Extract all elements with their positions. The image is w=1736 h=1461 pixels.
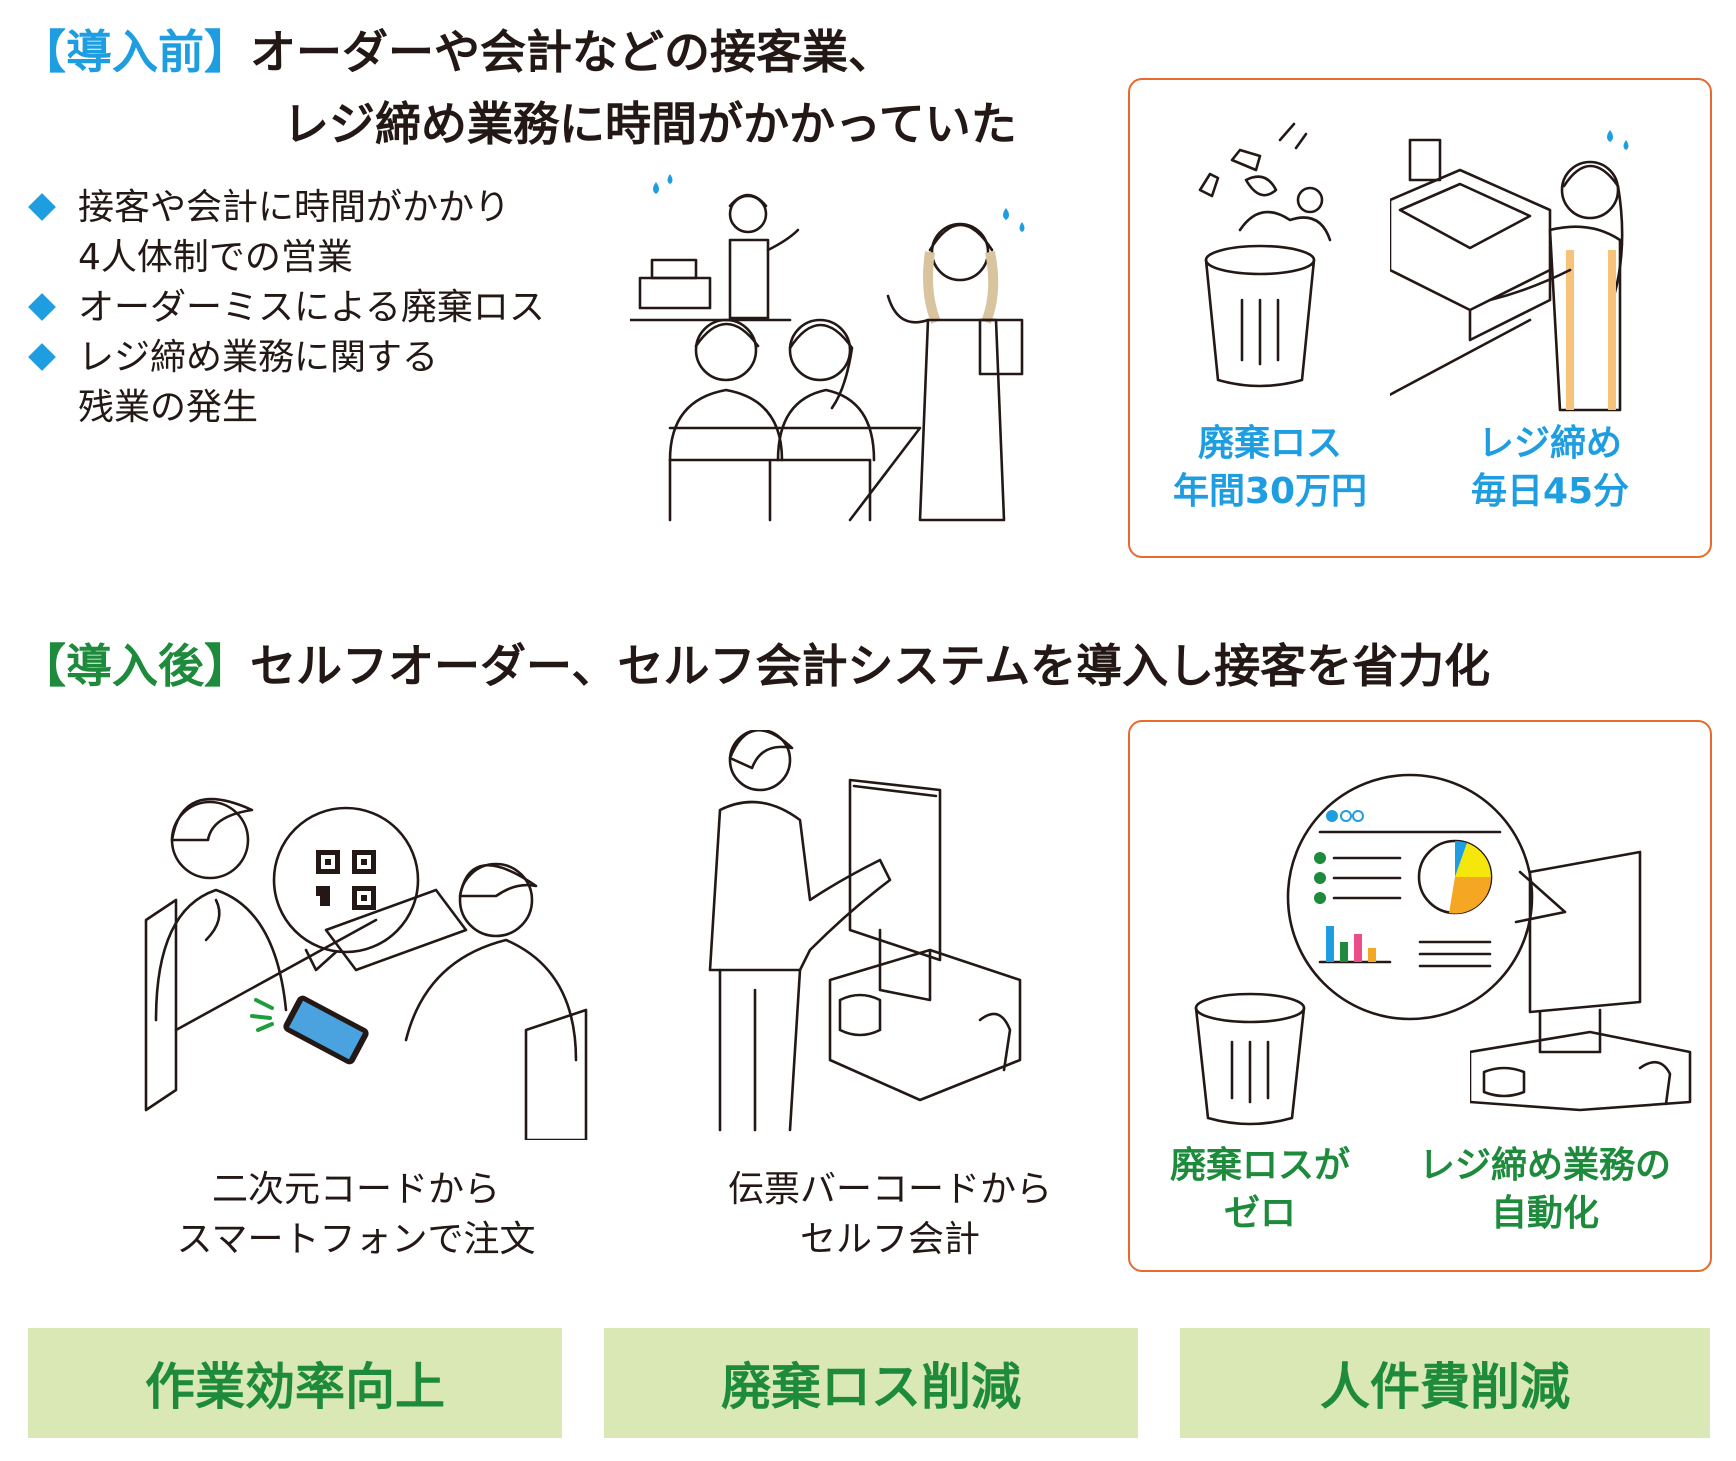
report-bubble bbox=[1286, 773, 1567, 1021]
banner-labor-cost-reduction: 人件費削減 bbox=[1180, 1328, 1710, 1438]
trash-can-icon bbox=[1194, 992, 1306, 1126]
sweat-drop-icon bbox=[1003, 208, 1009, 220]
self-checkout-caption: 伝票バーコードから セルフ会計 bbox=[727, 1169, 1052, 1260]
before-bullet-list: 接客や会計に時間がかかり 4人体制での営業 オーダーミスによる廃棄ロス レジ締め… bbox=[26, 183, 545, 433]
before-tag: 【導入前】 bbox=[20, 25, 250, 79]
sweat-drop-icon bbox=[1607, 130, 1613, 142]
after-result-box: 廃棄ロスが ゼロ レジ締め業務の 自動化 bbox=[1128, 720, 1712, 1272]
diamond-bullet-icon bbox=[28, 293, 56, 321]
qr-order-caption: 二次元コードから スマートフォンで注文 bbox=[176, 1169, 536, 1260]
before-problem-box: 廃棄ロス 年間30万円 レジ締め 毎日45分 bbox=[1128, 78, 1712, 558]
before-title-line2: レジ締め業務に時間がかかっていた bbox=[283, 97, 1017, 151]
smartphone-order-illustration bbox=[144, 797, 588, 1140]
before-heading: 【導入前】オーダーや会計などの接客業、 bbox=[20, 22, 894, 82]
diamond-bullet-icon bbox=[28, 193, 56, 221]
bar-chart-icon bbox=[1318, 926, 1392, 964]
bullet-item: オーダーミスによる廃棄ロス bbox=[26, 283, 545, 333]
restaurant-staff-illustration bbox=[630, 174, 1025, 522]
trash-can-icon bbox=[1198, 122, 1332, 388]
sweat-drop-icon bbox=[1019, 222, 1025, 232]
after-tag: 【導入後】 bbox=[20, 639, 250, 693]
after-title: セルフオーダー、セルフ会計システムを導入し接客を省力化 bbox=[250, 639, 1491, 693]
sweat-drop-icon bbox=[667, 174, 673, 184]
before-title-line1: オーダーや会計などの接客業、 bbox=[250, 25, 894, 79]
bullet-item: 接客や会計に時間がかかり 4人体制での営業 bbox=[26, 183, 545, 283]
qr-code-icon bbox=[316, 850, 376, 910]
self-checkout-kiosk-icon bbox=[1470, 850, 1692, 1112]
after-heading: 【導入後】セルフオーダー、セルフ会計システムを導入し接客を省力化 bbox=[20, 636, 1490, 696]
sweat-drop-icon bbox=[1623, 140, 1629, 150]
cash-register-icon bbox=[1390, 130, 1629, 412]
self-checkout-illustration bbox=[708, 730, 1022, 1132]
diamond-bullet-icon bbox=[28, 343, 56, 371]
banner-efficiency: 作業効率向上 bbox=[28, 1328, 562, 1438]
smartphone-icon bbox=[283, 995, 369, 1065]
bullet-item: レジ締め業務に関する 残業の発生 bbox=[26, 333, 545, 433]
pie-chart-icon bbox=[1417, 839, 1493, 915]
register-closing-caption: レジ締め 毎日45分 bbox=[1470, 423, 1630, 512]
closing-automation-caption: レジ締め業務の 自動化 bbox=[1418, 1145, 1671, 1234]
qr-code-bubble bbox=[272, 806, 420, 954]
waste-zero-caption: 廃棄ロスが ゼロ bbox=[1169, 1145, 1350, 1234]
banner-waste-reduction: 廃棄ロス削減 bbox=[604, 1328, 1138, 1438]
sweat-drop-icon bbox=[653, 182, 659, 194]
waste-loss-caption: 廃棄ロス 年間30万円 bbox=[1172, 423, 1368, 512]
